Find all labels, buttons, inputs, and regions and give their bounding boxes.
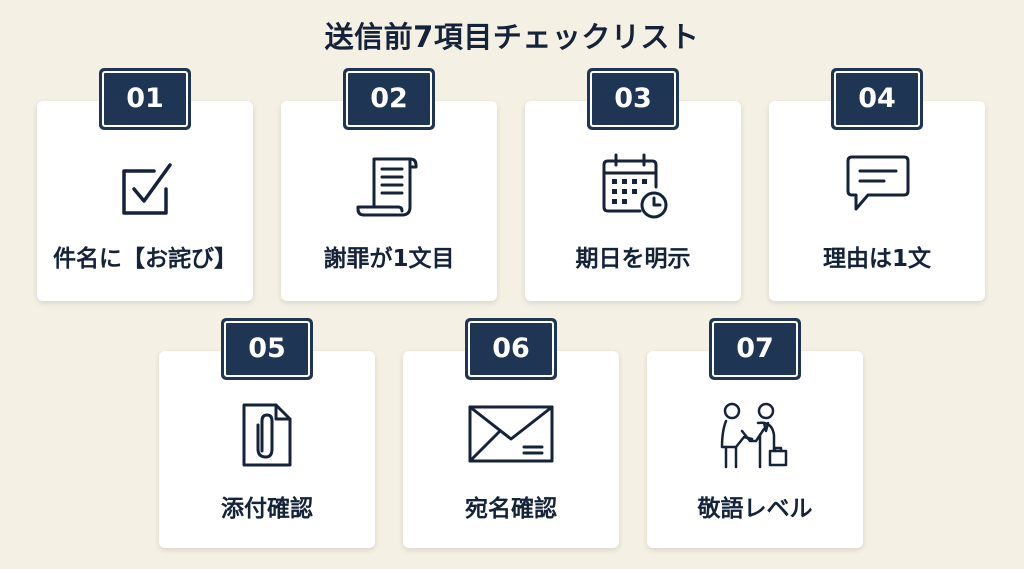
checklist-card-06: 06 宛名確認 — [403, 318, 619, 548]
checklist-card-02: 02 謝罪が1文目 — [281, 68, 497, 301]
badge-number: 01 — [126, 83, 164, 114]
item-label: 添付確認 — [221, 496, 313, 522]
number-badge: 04 — [831, 68, 923, 130]
item-label: 件名に【お詫び】 — [53, 246, 237, 272]
item-label: 宛名確認 — [465, 496, 557, 522]
badge-number: 05 — [248, 333, 286, 364]
number-badge: 03 — [587, 68, 679, 130]
badge-number: 04 — [858, 83, 896, 114]
checklist-card-03: 03 期日を明示 — [525, 68, 741, 301]
checklist-card-05: 05 添付確認 — [159, 318, 375, 548]
number-badge: 01 — [99, 68, 191, 130]
document-scroll-icon — [356, 157, 418, 217]
paperclip-document-icon — [242, 403, 292, 467]
item-label: 敬語レベル — [697, 496, 813, 522]
item-label: 理由は1文 — [822, 246, 931, 272]
envelope-icon — [468, 405, 554, 463]
page-title: 送信前7項目チェックリスト — [324, 20, 700, 54]
checkbox-icon — [122, 163, 172, 215]
checklist-card-01: 01 件名に【お詫び】 — [37, 68, 253, 301]
number-badge: 05 — [221, 318, 313, 380]
item-label: 謝罪が1文目 — [323, 246, 455, 272]
checklist-card-04: 04 理由は1文 — [769, 68, 985, 301]
item-label: 期日を明示 — [575, 246, 691, 272]
checklist-card-07: 07 敬語レベル — [647, 318, 863, 548]
badge-number: 06 — [492, 333, 530, 364]
speech-bubble-icon — [846, 155, 910, 211]
handshake-icon — [720, 402, 788, 469]
badge-number: 02 — [370, 83, 408, 114]
number-badge: 02 — [343, 68, 435, 130]
calendar-clock-icon — [602, 153, 668, 219]
number-badge: 06 — [465, 318, 557, 380]
number-badge: 07 — [709, 318, 801, 380]
badge-number: 03 — [614, 83, 652, 114]
badge-number: 07 — [736, 333, 774, 364]
